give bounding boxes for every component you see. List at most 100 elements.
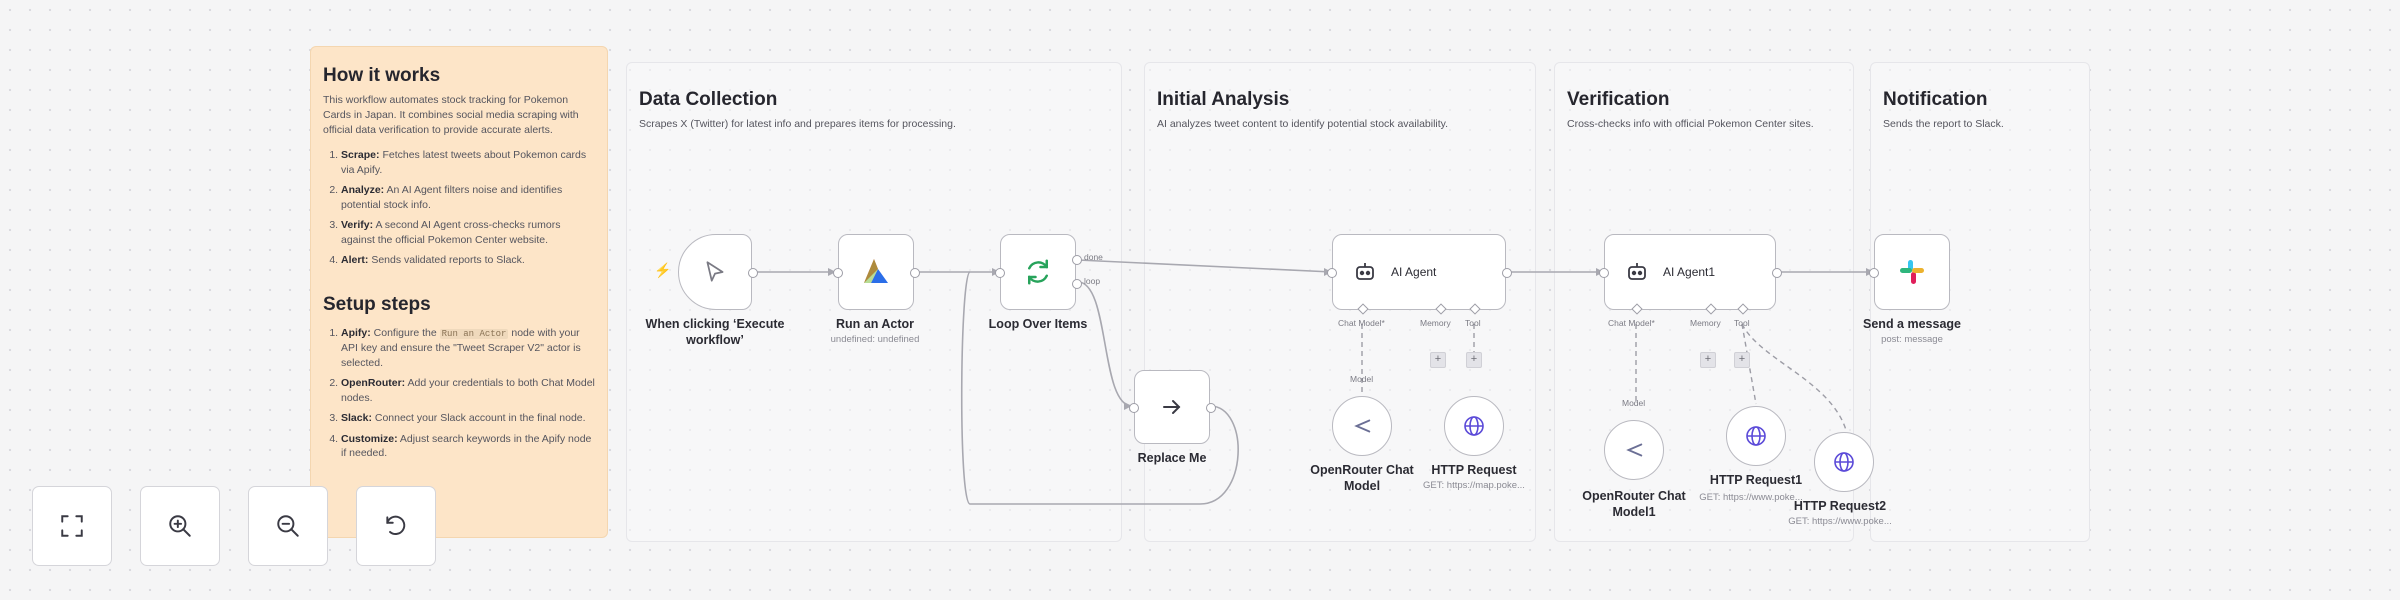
group-description: Scrapes X (Twitter) for latest info and … <box>639 118 956 130</box>
setup-item: Apify: Configure the Run an Actor node w… <box>341 326 595 371</box>
node-label: Send a message <box>1863 317 1961 331</box>
openrouter-chat-model-node[interactable] <box>1332 396 1392 456</box>
node-label: HTTP Request2 <box>1793 499 1887 513</box>
setup-steps-title: Setup steps <box>323 293 431 315</box>
node-label: Loop Over Items <box>988 317 1088 331</box>
node-label: Run an Actor <box>835 317 914 331</box>
output-port-done[interactable] <box>1072 255 1082 265</box>
refresh-icon <box>1028 259 1048 285</box>
reset-zoom-button[interactable] <box>356 486 436 566</box>
setup-steps: Apify: Configure the Run an Actor node w… <box>323 326 595 461</box>
globe-icon <box>1834 452 1854 472</box>
output-port[interactable] <box>1772 268 1782 278</box>
group-description: Sends the report to Slack. <box>1883 118 2004 130</box>
setup-item: OpenRouter: Add your credentials to both… <box>341 376 595 405</box>
group-title: Verification <box>1567 89 1670 110</box>
edge-loop-to-replace <box>1077 281 1133 407</box>
node-label: OpenRouter Chat Model1 <box>1582 489 1686 519</box>
node-label: OpenRouter Chat Model <box>1310 463 1414 493</box>
add-tool-button[interactable]: + <box>1734 352 1750 368</box>
node-label: HTTP Request <box>1431 463 1517 477</box>
globe-icon <box>1464 416 1484 436</box>
setup-item: Customize: Adjust search keywords in the… <box>341 432 595 461</box>
port-label-loop: loop <box>1084 276 1101 286</box>
connector-label: Tool <box>1465 318 1481 328</box>
input-port[interactable] <box>1327 268 1337 278</box>
group-title: Data Collection <box>639 89 778 110</box>
how-it-works-steps: Scrape: Fetches latest tweets about Poke… <box>323 148 595 268</box>
openrouter-chat-model1-node[interactable] <box>1604 420 1664 480</box>
edge-loop-done-to-agent <box>1077 259 1333 273</box>
add-memory-button[interactable]: + <box>1700 352 1716 368</box>
fit-view-button[interactable] <box>32 486 112 566</box>
how-it-works-title: How it works <box>323 65 441 86</box>
connector-label: Chat Model* <box>1608 318 1655 328</box>
add-tool-button[interactable]: + <box>1466 352 1482 368</box>
connector-label: Model <box>1622 398 1646 408</box>
connector-label: Model <box>1350 374 1374 384</box>
ai-agent-node[interactable]: AI Agent <box>1327 234 1512 315</box>
step-item: Alert: Sends validated reports to Slack. <box>341 253 595 268</box>
openrouter-icon <box>1354 419 1371 433</box>
output-port[interactable] <box>1206 403 1216 413</box>
setup-item: Slack: Connect your Slack account in the… <box>341 411 595 426</box>
node-label: Replace Me <box>1137 451 1207 465</box>
node-subtitle: GET: https://www.poke... <box>1699 492 1803 503</box>
openrouter-icon <box>1626 443 1643 457</box>
node-subtitle: GET: https://www.poke... <box>1788 516 1892 527</box>
zoom-in-button[interactable] <box>140 486 220 566</box>
send-message-node[interactable] <box>1869 234 1950 310</box>
http-request-node[interactable] <box>1444 396 1504 456</box>
node-label: AI Agent1 <box>1663 265 1716 279</box>
group-title: Initial Analysis <box>1157 89 1290 110</box>
node-subtitle: undefined: undefined <box>830 334 920 345</box>
globe-icon <box>1746 426 1766 446</box>
slack-icon <box>1900 260 1924 284</box>
node-label: When clicking ‘Execute workflow’ <box>645 317 785 347</box>
arrowhead <box>828 268 836 276</box>
output-port[interactable] <box>748 268 758 278</box>
fit-view-icon <box>61 515 83 537</box>
arrowhead <box>1124 402 1132 410</box>
how-it-works-note[interactable]: How it works This workflow automates sto… <box>310 46 608 538</box>
group-description: Cross-checks info with official Pokemon … <box>1567 118 1814 130</box>
loop-over-items-node[interactable] <box>995 234 1082 310</box>
step-item: Scrape: Fetches latest tweets about Poke… <box>341 148 595 177</box>
input-port[interactable] <box>833 268 843 278</box>
arrow-right-icon <box>1163 400 1181 414</box>
port-label-done: done <box>1084 252 1103 262</box>
input-port[interactable] <box>1869 268 1879 278</box>
node-subtitle: post: message <box>1881 334 1943 345</box>
manual-trigger-node[interactable] <box>678 234 758 310</box>
zoom-in-icon <box>169 515 191 537</box>
zoom-out-button[interactable] <box>248 486 328 566</box>
cursor-icon <box>706 261 724 282</box>
robot-icon <box>1356 263 1374 280</box>
group-title: Notification <box>1883 89 1988 110</box>
step-item: Analyze: An AI Agent filters noise and i… <box>341 183 595 212</box>
ai-agent1-node[interactable]: AI Agent1 <box>1599 234 1782 315</box>
zoom-out-icon <box>277 515 299 537</box>
output-port-loop[interactable] <box>1072 279 1082 289</box>
node-subtitle: GET: https://map.poke... <box>1423 480 1525 491</box>
run-actor-node[interactable] <box>833 234 920 310</box>
trigger-bolt-icon: ⚡ <box>654 262 672 278</box>
input-port[interactable] <box>1129 403 1139 413</box>
http-request1-node[interactable] <box>1726 406 1786 466</box>
how-it-works-intro: This workflow automates stock tracking f… <box>323 94 579 136</box>
output-port[interactable] <box>1502 268 1512 278</box>
input-port[interactable] <box>995 268 1005 278</box>
add-memory-button[interactable]: + <box>1430 352 1446 368</box>
connector-label: Chat Model* <box>1338 318 1385 328</box>
node-label: AI Agent <box>1391 265 1437 279</box>
http-request2-node[interactable] <box>1814 432 1874 492</box>
output-port[interactable] <box>910 268 920 278</box>
robot-icon <box>1628 263 1646 280</box>
replace-me-node[interactable] <box>1129 370 1216 444</box>
connector-label: Tool <box>1734 318 1750 328</box>
group-description: AI analyzes tweet content to identify po… <box>1157 118 1449 130</box>
input-port[interactable] <box>1599 268 1609 278</box>
node-label: HTTP Request1 <box>1709 473 1803 487</box>
apify-icon <box>864 259 888 283</box>
